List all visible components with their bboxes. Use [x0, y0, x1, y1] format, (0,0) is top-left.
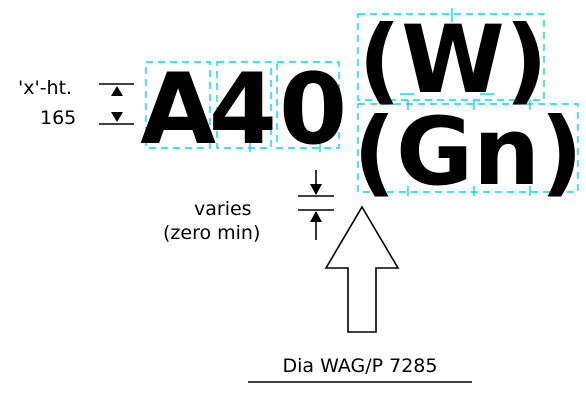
character-box-guides-bottom [249, 100, 579, 196]
gap-label: varies [194, 198, 252, 220]
route-digits: 40 [209, 53, 349, 167]
x-height-label: 'x'-ht. [18, 77, 72, 99]
gap-dimension [298, 170, 334, 240]
x-height-value: 165 [40, 107, 76, 129]
x-height-dimension [99, 83, 134, 125]
gap-label-min: (zero min) [163, 222, 260, 244]
route-suffix-w: (W) [358, 6, 548, 115]
up-arrow-icon [324, 205, 400, 333]
diagram-reference: Dia WAG/P 7285 [283, 355, 438, 377]
route-suffix-gn: (Gn) [353, 98, 583, 207]
character-box-guides-top [145, 8, 545, 149]
route-letter: A [140, 53, 216, 167]
